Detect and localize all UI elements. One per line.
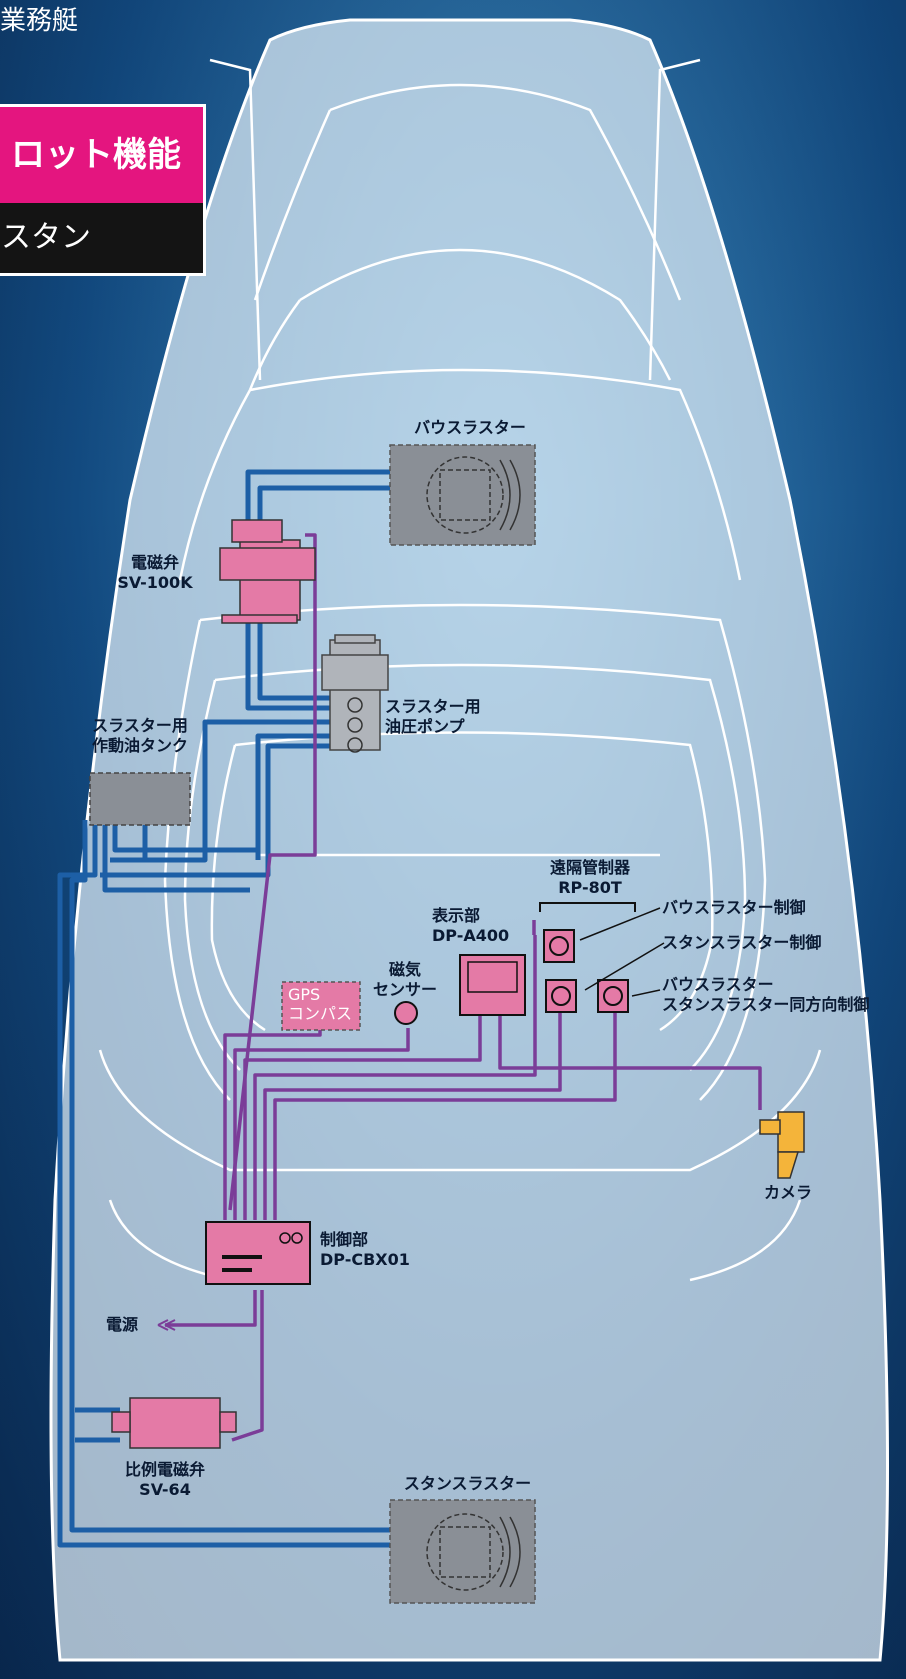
magnetic-sensor-unit <box>394 1001 418 1025</box>
solenoid-valve-unit <box>219 519 316 624</box>
feature-title: ロット機能 <box>0 107 203 203</box>
remote-controller-name: 遠隔管制器 <box>549 858 630 877</box>
ctrl-same-label: バウスラスター スタンスラスター同方向制御 <box>662 975 869 1015</box>
display-label: 表示部 DP-A400 <box>432 906 509 946</box>
power-arrow <box>157 1319 176 1331</box>
controller-knobs <box>543 929 629 1013</box>
pointer-lines <box>579 907 665 997</box>
remote-controller-model: RP-80T <box>558 878 622 897</box>
display-unit <box>459 954 526 1016</box>
pump-label-line1: スラスター用 <box>385 697 481 716</box>
remote-controller-label: 遠隔管制器 RP-80T <box>535 858 645 898</box>
signal-lines <box>165 533 762 1442</box>
mag-sensor-line1: 磁気 <box>388 960 421 979</box>
bow-thruster-label: バウスラスター <box>414 418 526 437</box>
prop-valve-model: SV-64 <box>139 1480 191 1499</box>
control-unit-label: 制御部 DP-CBX01 <box>320 1230 410 1270</box>
gps-line1: GPS <box>288 985 321 1004</box>
pump-label-line2: 油圧ポンプ <box>385 717 465 736</box>
oil-tank-unit <box>89 772 191 826</box>
solenoid-valve-model: SV-100K <box>117 573 193 592</box>
bow-thruster-unit <box>389 444 536 546</box>
camera-label: カメラ <box>764 1183 813 1202</box>
solenoid-valve-label: 電磁弁 SV-100K <box>100 553 210 593</box>
gps-label: GPS コンパス <box>286 985 358 1029</box>
power-label: 電源 <box>106 1315 139 1334</box>
mag-sensor-label: 磁気 センサー <box>370 960 440 1000</box>
hydraulic-pump-unit <box>321 634 389 753</box>
stern-thruster-label: スタンスラスター <box>403 1474 532 1493</box>
camera-unit <box>759 1111 805 1179</box>
prop-valve-label: 比例電磁弁 SV-64 <box>105 1460 225 1500</box>
ctrl-same-line1: バウスラスター <box>662 975 774 994</box>
feature-box: ロット機能 スタン <box>0 104 206 276</box>
stern-thruster-unit <box>389 1499 536 1604</box>
tank-label-line2: 作動油タンク <box>91 736 188 755</box>
vessel-type-label: 業務艇 <box>0 6 79 36</box>
display-name: 表示部 <box>432 906 481 925</box>
prop-valve-name: 比例電磁弁 <box>124 1460 205 1479</box>
ctrl-same-line2: スタンスラスター同方向制御 <box>662 995 870 1014</box>
proportional-valve-unit <box>111 1397 237 1449</box>
controller-bracket <box>539 902 636 912</box>
control-unit-name: 制御部 <box>320 1230 369 1249</box>
tank-label: スラスター用 作動油タンク <box>80 716 200 756</box>
mag-sensor-line2: センサー <box>372 980 437 999</box>
control-unit <box>205 1221 311 1285</box>
deck-contours <box>98 58 822 1282</box>
display-model: DP-A400 <box>432 926 510 945</box>
ctrl-stern-label: スタンスラスター制御 <box>662 933 822 952</box>
gps-compass-unit <box>281 981 361 1031</box>
pump-label: スラスター用 油圧ポンプ <box>385 697 481 737</box>
gps-line2: コンパス <box>288 1004 353 1023</box>
solenoid-valve-name: 電磁弁 <box>130 553 179 572</box>
control-unit-model: DP-CBX01 <box>320 1250 410 1269</box>
ctrl-bow-label: バウスラスター制御 <box>662 898 806 917</box>
feature-subtitle: スタン <box>1 220 91 255</box>
tank-label-line1: スラスター用 <box>92 716 188 735</box>
